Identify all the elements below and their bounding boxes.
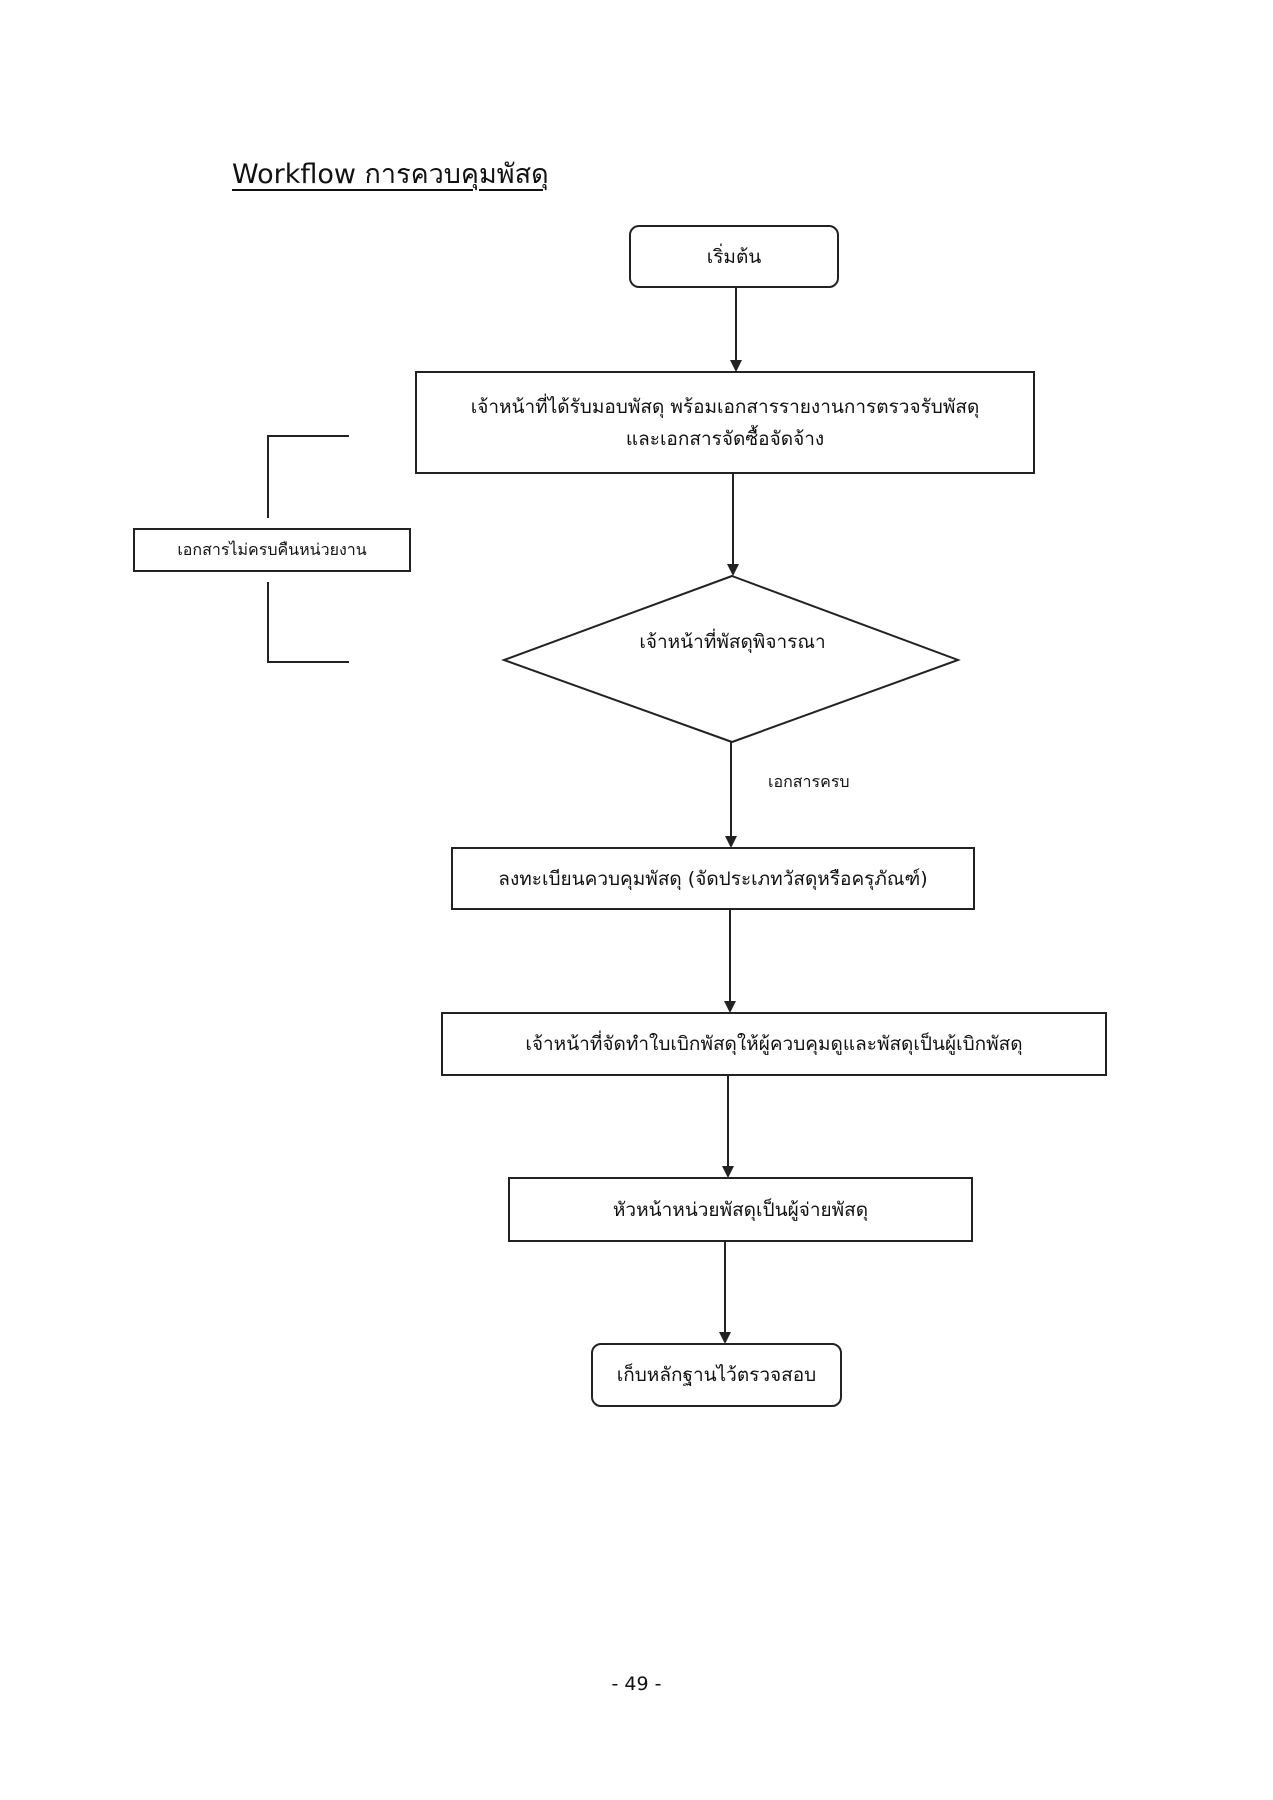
reject-label: เอกสารไม่ครบคืนหน่วยงาน [177, 540, 367, 559]
reject-bracket-top [267, 435, 349, 518]
register-node [451, 847, 975, 910]
archive-label: เก็บหลักฐานไว้ตรวจสอบ [616, 1364, 817, 1386]
page-number: - 49 - [611, 1673, 662, 1695]
edge-label-complete: เอกสารครบ [768, 772, 850, 791]
receive-label-line1: เจ้าหน้าที่ได้รับมอบพัสดุ พร้อมเอกสารราย… [470, 395, 980, 418]
start-label: เริ่มต้น [706, 245, 762, 268]
register-label: ลงทะเบียนควบคุมพัสดุ (จัดประเภทวัสดุหรือ… [498, 867, 928, 890]
requisition-node [441, 1012, 1107, 1076]
dispense-node [508, 1177, 973, 1242]
requisition-label: เจ้าหน้าที่จัดทำใบเบิกพัสดุให้ผู้ควบคุมด… [525, 1033, 1023, 1055]
page-title: Workflow การควบคุมพัสดุ [232, 159, 549, 190]
archive-node [591, 1343, 842, 1407]
decision-label: เจ้าหน้าที่พัสดุพิจารณา [639, 631, 826, 653]
reject-bracket-bottom [267, 582, 349, 663]
receive-label-line2: และเอกสารจัดซื้อจัดจ้าง [625, 427, 825, 450]
dispense-label: หัวหน้าหน่วยพัสดุเป็นผู้จ่ายพัสดุ [612, 1198, 869, 1221]
reject-node [133, 528, 411, 572]
receive-label: เจ้าหน้าที่ได้รับมอบพัสดุ พร้อมเอกสารราย… [416, 372, 1034, 473]
start-node [629, 225, 839, 288]
receive-node [415, 371, 1035, 474]
